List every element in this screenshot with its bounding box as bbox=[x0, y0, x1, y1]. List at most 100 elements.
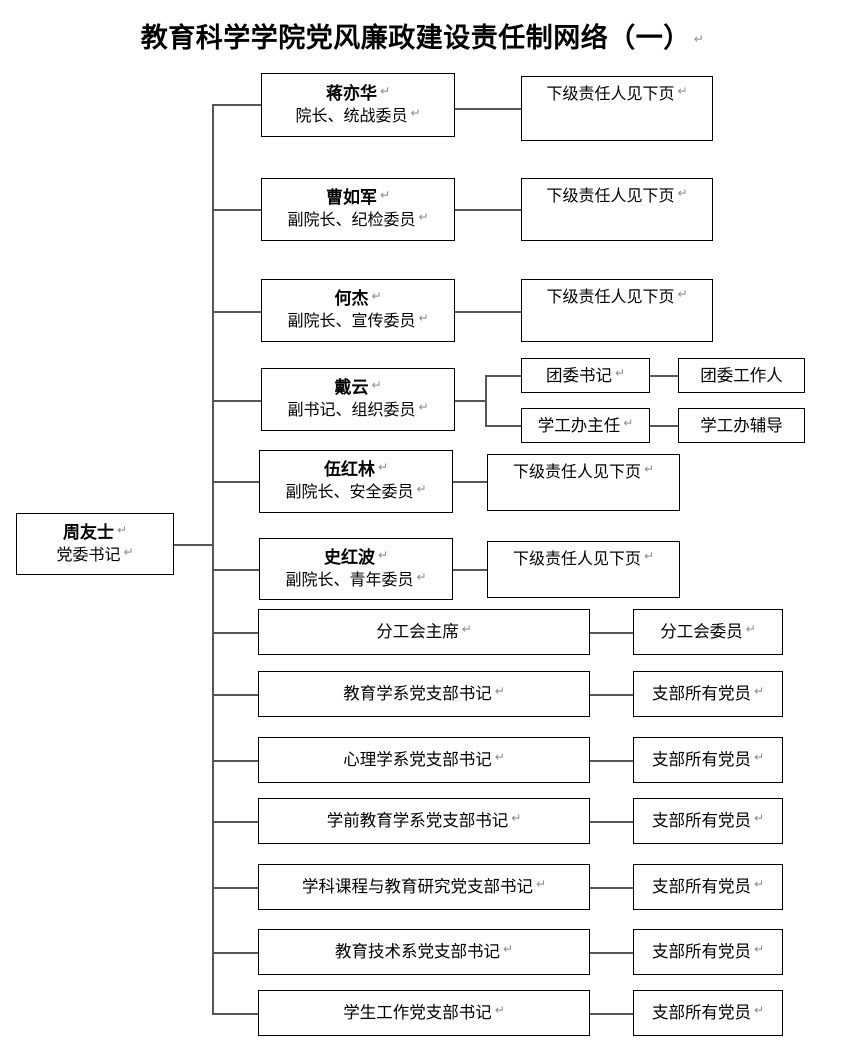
node-unit-6-child[interactable]: 支部所有党员↵ bbox=[633, 929, 783, 975]
trunk-stub-unit-2 bbox=[212, 694, 258, 696]
node-unit-5[interactable]: 学科课程与教育研究党支部书记↵ bbox=[258, 864, 590, 910]
unit-4-label: 学前教育学系党支部书记↵ bbox=[326, 811, 522, 831]
leader-5-child-label: 下级责任人见下页↵ bbox=[512, 462, 655, 481]
connector-leader-4-branch-2 bbox=[485, 425, 521, 427]
connector-student-affairs-to-counselor bbox=[650, 425, 678, 427]
node-leader-2[interactable]: 曹如军↵ 副院长、纪检委员↵ bbox=[261, 178, 455, 241]
node-unit-4-child[interactable]: 支部所有党员↵ bbox=[633, 798, 783, 844]
connector-unit-7-to-child bbox=[590, 1013, 633, 1015]
page-title: 教育科学学院党风廉政建设责任制网络（一）↵ bbox=[0, 16, 845, 55]
unit-5-child-label: 支部所有党员↵ bbox=[651, 877, 765, 897]
trunk-stub-unit-4 bbox=[212, 821, 258, 823]
node-unit-3-child[interactable]: 支部所有党员↵ bbox=[633, 737, 783, 783]
trunk-stub-leader-4 bbox=[212, 400, 261, 402]
leader-1-child-label: 下级责任人见下页↵ bbox=[546, 84, 688, 103]
connector-leader-3-to-child bbox=[455, 311, 521, 313]
node-youth-league-staff[interactable]: 团委工作人 bbox=[678, 358, 805, 393]
node-leader-6-child[interactable]: 下级责任人见下页↵ bbox=[487, 541, 680, 598]
connector-unit-6-to-child bbox=[590, 952, 633, 954]
trunk-stub-leader-5 bbox=[212, 481, 259, 483]
unit-1-child-label: 分工会委员↵ bbox=[660, 622, 756, 642]
connector-unit-1-to-child bbox=[590, 632, 633, 634]
connector-youth-league-to-staff bbox=[650, 375, 678, 377]
leader-6-name: 史红波↵ bbox=[323, 547, 389, 568]
node-student-affairs-director[interactable]: 学工办主任↵ bbox=[521, 408, 650, 443]
connector-unit-2-to-child bbox=[590, 694, 633, 696]
leader-1-role: 院长、统战委员↵ bbox=[295, 105, 421, 125]
connector-leader-4-to-split bbox=[455, 400, 485, 402]
trunk-stub-unit-7 bbox=[212, 1013, 258, 1015]
unit-2-child-label: 支部所有党员↵ bbox=[651, 684, 765, 704]
unit-2-label: 教育学系党支部书记↵ bbox=[343, 684, 505, 704]
node-leader-3[interactable]: 何杰↵ 副院长、宣传委员↵ bbox=[261, 279, 455, 342]
leader-6-role: 副院长、青年委员↵ bbox=[285, 569, 427, 589]
trunk-stub-unit-1 bbox=[212, 632, 258, 634]
connector-leader-5-to-child bbox=[453, 481, 487, 483]
unit-5-label: 学科课程与教育研究党支部书记↵ bbox=[301, 877, 547, 897]
leader-4-name: 戴云↵ bbox=[334, 378, 382, 399]
youth-league-secretary-label: 团委书记↵ bbox=[545, 365, 626, 385]
node-leader-3-child[interactable]: 下级责任人见下页↵ bbox=[521, 279, 713, 342]
node-unit-3[interactable]: 心理学系党支部书记↵ bbox=[258, 737, 590, 783]
trunk-stub-leader-1 bbox=[212, 104, 261, 106]
root-to-trunk-connector bbox=[174, 544, 214, 546]
leader-6-child-label: 下级责任人见下页↵ bbox=[512, 549, 655, 568]
leader-4-role: 副书记、组织委员↵ bbox=[287, 400, 429, 420]
node-unit-5-child[interactable]: 支部所有党员↵ bbox=[633, 864, 783, 910]
student-affairs-counselor-label: 学工办辅导 bbox=[700, 415, 783, 435]
page-title-text: 教育科学学院党风廉政建设责任制网络（一） bbox=[140, 23, 691, 54]
trunk-stub-leader-3 bbox=[212, 311, 261, 313]
node-unit-7[interactable]: 学生工作党支部书记↵ bbox=[258, 990, 590, 1036]
trunk-vertical-line bbox=[212, 104, 214, 1014]
node-unit-2-child[interactable]: 支部所有党员↵ bbox=[633, 671, 783, 717]
connector-unit-5-to-child bbox=[590, 887, 633, 889]
node-root-party-secretary[interactable]: 周友士↵ 党委书记↵ bbox=[16, 513, 174, 575]
unit-4-child-label: 支部所有党员↵ bbox=[651, 811, 765, 831]
leader-3-child-label: 下级责任人见下页↵ bbox=[546, 287, 688, 306]
node-leader-2-child[interactable]: 下级责任人见下页↵ bbox=[521, 178, 713, 241]
leader-3-name: 何杰↵ bbox=[334, 289, 382, 310]
node-unit-1-child[interactable]: 分工会委员↵ bbox=[633, 609, 783, 655]
node-leader-1[interactable]: 蒋亦华↵ 院长、统战委员↵ bbox=[261, 73, 455, 137]
youth-league-staff-label: 团委工作人 bbox=[700, 365, 783, 385]
leader-2-name: 曹如军↵ bbox=[325, 188, 391, 209]
unit-3-label: 心理学系党支部书记↵ bbox=[343, 750, 505, 770]
node-unit-2[interactable]: 教育学系党支部书记↵ bbox=[258, 671, 590, 717]
connector-leader-6-to-child bbox=[453, 569, 487, 571]
node-leader-6[interactable]: 史红波↵ 副院长、青年委员↵ bbox=[259, 538, 453, 600]
pilcrow-mark: ↵ bbox=[693, 32, 705, 46]
connector-leader-2-to-child bbox=[455, 209, 521, 211]
unit-3-child-label: 支部所有党员↵ bbox=[651, 750, 765, 770]
connector-unit-3-to-child bbox=[590, 760, 633, 762]
trunk-stub-leader-2 bbox=[212, 209, 261, 211]
root-role: 党委书记↵ bbox=[56, 544, 134, 564]
node-unit-4[interactable]: 学前教育学系党支部书记↵ bbox=[258, 798, 590, 844]
node-leader-5[interactable]: 伍红林↵ 副院长、安全委员↵ bbox=[259, 450, 453, 513]
unit-1-label: 分工会主席↵ bbox=[376, 622, 472, 642]
leader-5-name: 伍红林↵ bbox=[323, 460, 389, 481]
node-student-affairs-counselor[interactable]: 学工办辅导 bbox=[678, 408, 805, 443]
node-leader-1-child[interactable]: 下级责任人见下页↵ bbox=[521, 76, 713, 141]
unit-7-child-label: 支部所有党员↵ bbox=[651, 1003, 765, 1023]
node-leader-5-child[interactable]: 下级责任人见下页↵ bbox=[487, 454, 680, 511]
leader-1-name: 蒋亦华↵ bbox=[325, 83, 391, 104]
trunk-stub-unit-5 bbox=[212, 887, 258, 889]
connector-leader-4-branch-1 bbox=[485, 375, 521, 377]
unit-6-child-label: 支部所有党员↵ bbox=[651, 942, 765, 962]
student-affairs-director-label: 学工办主任↵ bbox=[537, 415, 634, 435]
connector-unit-4-to-child bbox=[590, 821, 633, 823]
trunk-stub-unit-3 bbox=[212, 760, 258, 762]
node-unit-1[interactable]: 分工会主席↵ bbox=[258, 609, 590, 655]
leader-3-role: 副院长、宣传委员↵ bbox=[287, 311, 429, 331]
node-youth-league-secretary[interactable]: 团委书记↵ bbox=[521, 358, 650, 393]
unit-6-label: 教育技术系党支部书记↵ bbox=[334, 942, 514, 962]
trunk-stub-leader-6 bbox=[212, 569, 259, 571]
node-unit-7-child[interactable]: 支部所有党员↵ bbox=[633, 990, 783, 1036]
unit-7-label: 学生工作党支部书记↵ bbox=[343, 1003, 505, 1023]
leader-2-role: 副院长、纪检委员↵ bbox=[287, 210, 429, 230]
node-unit-6[interactable]: 教育技术系党支部书记↵ bbox=[258, 929, 590, 975]
leader-2-child-label: 下级责任人见下页↵ bbox=[546, 186, 688, 205]
node-leader-4[interactable]: 戴云↵ 副书记、组织委员↵ bbox=[261, 368, 455, 431]
connector-leader-1-to-child bbox=[455, 108, 521, 110]
